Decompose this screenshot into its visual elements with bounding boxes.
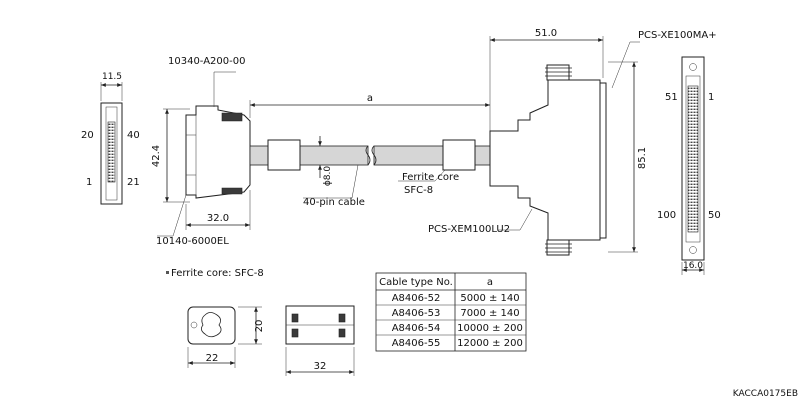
pin-label: 50 — [708, 210, 721, 221]
left-connector-top-label: 10340-A200-00 — [168, 56, 245, 67]
pin-label: 51 — [665, 92, 678, 103]
ferrite-length-dim: 32 — [314, 361, 327, 372]
right-height-dim: 85.1 — [637, 147, 648, 169]
table-cell: 12000 ± 200 — [457, 338, 523, 349]
pin-label: 100 — [657, 210, 676, 221]
right-connector-side-view — [489, 36, 640, 256]
pin-label: 1 — [708, 92, 714, 103]
bullet-icon — [166, 271, 169, 274]
right-connector-face-view — [681, 56, 705, 275]
table-cell: A8406-52 — [392, 293, 441, 304]
ferrite-core-type-label: SFC-8 — [404, 185, 433, 196]
cable-label: 40-pin cable — [303, 197, 365, 208]
pin-label: 21 — [127, 177, 140, 188]
left-connector-face-view — [100, 82, 123, 205]
right-connector-top-label: PCS-XE100MA+ — [638, 30, 717, 41]
ferrite-note: Ferrite core: SFC-8 — [171, 268, 264, 279]
cable — [249, 100, 492, 199]
left-face-width-dim: 11.5 — [102, 72, 122, 82]
left-length-dim: 32.0 — [207, 213, 229, 224]
table-cell: A8406-53 — [392, 308, 441, 319]
table-cell: 7000 ± 140 — [460, 308, 519, 319]
ferrite-core-side-view — [285, 305, 355, 376]
drawing-code: KACCA0175EB — [733, 389, 798, 399]
table-cell: A8406-54 — [392, 323, 441, 334]
ferrite-height-dim: 20 — [254, 320, 265, 333]
cable-type-table — [375, 272, 527, 352]
right-face-width-dim: 16.0 — [683, 261, 703, 271]
table-header: Cable type No. — [379, 277, 453, 288]
table-cell: A8406-55 — [392, 338, 441, 349]
table-cell: 5000 ± 140 — [460, 293, 519, 304]
cable-diameter-dim: ϕ8.0 — [323, 166, 333, 187]
pin-label: 1 — [86, 177, 92, 188]
left-connector-side-view — [157, 71, 251, 237]
pin-label: 40 — [127, 130, 140, 141]
ferrite-width-dim: 22 — [206, 353, 219, 364]
right-connector-bottom-label: PCS-XEM100LU2 — [428, 224, 510, 235]
right-width-dim: 51.0 — [535, 28, 557, 39]
table-cell: 10000 ± 200 — [457, 323, 523, 334]
left-connector-bottom-label: 10140-6000EL — [156, 236, 229, 247]
left-height-dim: 42.4 — [151, 145, 162, 167]
table-header: a — [487, 277, 493, 288]
ferrite-core-label: Ferrite core — [402, 172, 459, 183]
ferrite-core-end-view — [187, 306, 262, 368]
pin-label: 20 — [81, 130, 94, 141]
cable-length-dim: a — [367, 93, 373, 104]
